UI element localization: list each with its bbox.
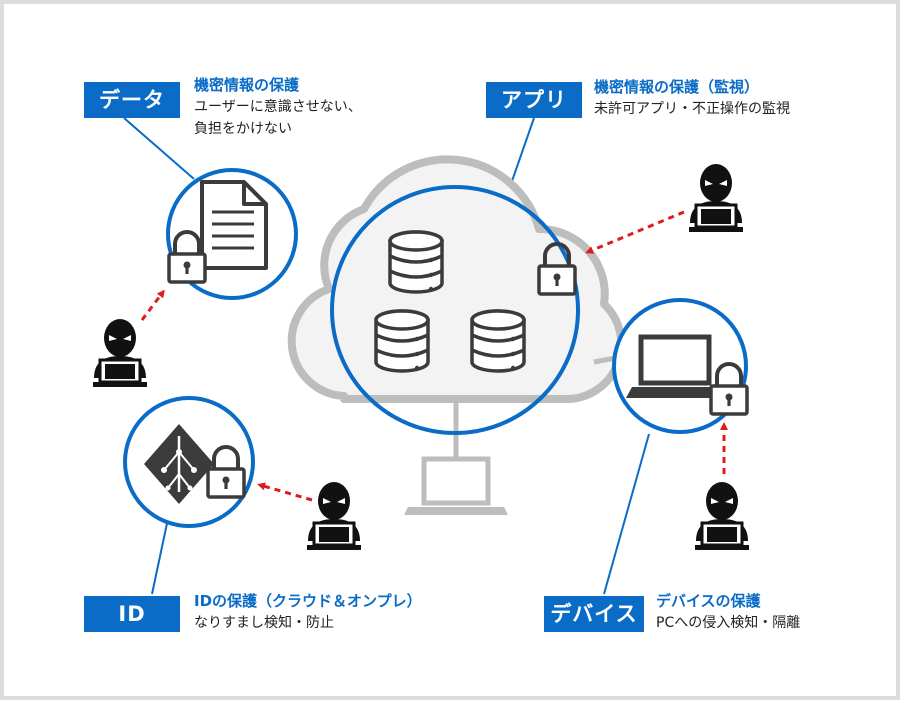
caption-device-desc-1: PCへの侵入検知・隔離: [656, 615, 801, 631]
badge-data: データ: [84, 82, 180, 118]
security-diagram: [91, 117, 751, 595]
caption-app-title: 機密情報の保護（監視）: [594, 78, 760, 96]
caption-app-desc-1: 未許可アプリ・不正操作の監視: [594, 101, 790, 117]
device-laptop-icon: [626, 334, 722, 398]
hacker-icon: [91, 317, 149, 389]
attack-arrow: [585, 210, 685, 254]
hacker-icon: [693, 480, 751, 552]
badge-id: ID: [84, 596, 180, 632]
caption-data: 機密情報の保護 ユーザーに意識させない、 負担をかけない: [194, 74, 362, 140]
attack-arrow: [140, 289, 165, 321]
cloud-circle: [330, 185, 580, 435]
hacker-icon: [687, 162, 745, 234]
caption-id-title: IDの保護（クラウド＆オンプレ）: [194, 592, 422, 610]
caption-data-title: 機密情報の保護: [194, 76, 300, 94]
connector-data: [123, 117, 195, 180]
caption-device: デバイスの保護 PCへの侵入検知・隔離: [656, 590, 800, 634]
connector-device: [603, 433, 650, 595]
caption-data-desc-2: 負担をかけない: [194, 121, 292, 137]
database-icon: [388, 230, 444, 294]
caption-data-desc-1: ユーザーに意識させない、: [194, 99, 362, 115]
caption-id-desc-1: なりすまし検知・防止: [194, 615, 334, 631]
caption-id: IDの保護（クラウド＆オンプレ） なりすまし検知・防止: [194, 590, 422, 634]
caption-app: 機密情報の保護（監視） 未許可アプリ・不正操作の監視: [594, 76, 790, 120]
identity-diamond-icon: [144, 424, 214, 504]
badge-device: デバイス: [544, 596, 644, 632]
hacker-icon: [305, 480, 363, 552]
database-icon: [374, 309, 430, 373]
caption-device-title: デバイスの保護: [656, 592, 761, 610]
attack-arrow: [257, 482, 313, 502]
badge-app: アプリ: [486, 82, 582, 118]
document-icon: [200, 180, 268, 270]
laptop-icon: [404, 456, 508, 515]
database-icon: [470, 309, 526, 373]
connector-id: [151, 513, 170, 595]
